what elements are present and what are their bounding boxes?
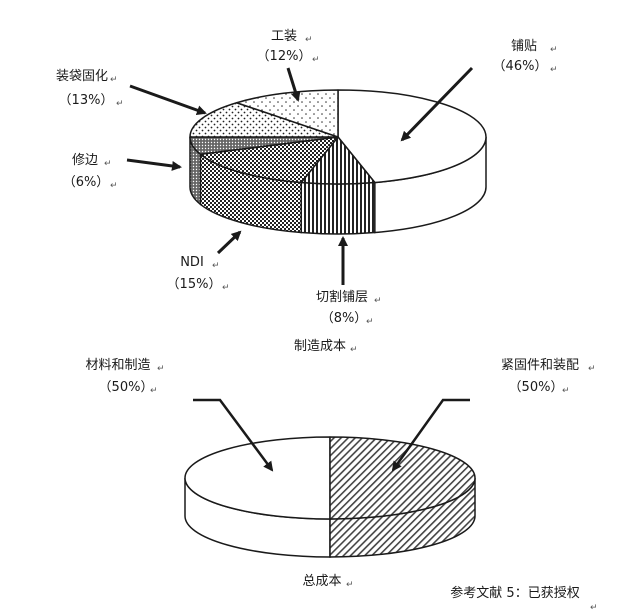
total-cost-pie bbox=[184, 436, 476, 558]
edit-mark: ↵ bbox=[150, 386, 158, 396]
arrow-cailiao bbox=[193, 398, 274, 472]
label-xiubian-name: 修边 bbox=[72, 153, 98, 168]
edit-mark: ↵ bbox=[222, 283, 230, 293]
chart1-title: 制造成本 bbox=[294, 339, 346, 354]
label-jingu-pct: （50%） bbox=[509, 380, 564, 395]
label-cailiao-pct: （50%） bbox=[99, 380, 154, 395]
chart1-arrows bbox=[126, 66, 474, 285]
edit-mark: ↵ bbox=[550, 45, 558, 55]
pie-side-1 bbox=[300, 181, 376, 235]
pie-slice-0 bbox=[337, 89, 487, 184]
edit-mark: ↵ bbox=[366, 317, 374, 327]
edit-mark: ↵ bbox=[550, 65, 558, 75]
pie-slice-1 bbox=[329, 436, 476, 520]
edit-mark: ↵ bbox=[350, 345, 358, 355]
label-ndi-name: NDI bbox=[180, 255, 204, 270]
edit-mark: ↵ bbox=[116, 99, 124, 109]
edit-mark: ↵ bbox=[346, 580, 354, 590]
label-pupian-pct: （46%） bbox=[493, 59, 548, 74]
chart2-labels: 材料和制造 （50%） ↵ ↵ 紧固件和装配 （50%） ↵ ↵ 总成本 ↵ 参… bbox=[85, 358, 597, 613]
label-cailiao-name: 材料和制造 bbox=[85, 358, 150, 373]
chart2-arrows bbox=[193, 398, 470, 472]
label-ndi-pct: （15%） bbox=[167, 277, 222, 292]
edit-mark: ↵ bbox=[104, 159, 112, 169]
label-zhuangdai-name: 装袋固化 bbox=[56, 69, 108, 84]
edit-mark: ↵ bbox=[212, 261, 220, 271]
source-note: 参考文献 5：已获授权 bbox=[450, 585, 579, 601]
label-qiege-name: 切割铺层 bbox=[316, 289, 368, 305]
edit-mark: ↵ bbox=[588, 364, 596, 374]
label-jingu-name: 紧固件和装配 bbox=[501, 358, 579, 373]
edit-mark: ↵ bbox=[110, 181, 118, 191]
label-pupian-name: 铺贴 bbox=[511, 39, 537, 54]
label-gongzhuang-name: 工装 bbox=[271, 29, 297, 44]
label-qiege-pct: （8%） bbox=[321, 311, 368, 326]
arrow-ndi bbox=[216, 230, 242, 255]
edit-mark: ↵ bbox=[305, 35, 313, 45]
pie-slice-0 bbox=[184, 436, 331, 520]
label-xiubian-pct: （6%） bbox=[63, 175, 110, 190]
pie-slice-5 bbox=[235, 89, 339, 138]
edit-mark: ↵ bbox=[374, 296, 382, 306]
pie-slice-2 bbox=[199, 136, 339, 184]
arrow-pupian bbox=[400, 66, 474, 142]
arrow-gongzhuang bbox=[286, 67, 301, 102]
label-gongzhuang-pct: （12%） bbox=[257, 49, 312, 64]
edit-mark: ↵ bbox=[312, 55, 320, 65]
pie-slice-4 bbox=[189, 101, 339, 138]
manufacturing-cost-pie bbox=[189, 89, 487, 235]
chart1-labels: 铺贴 （46%） ↵ ↵ 工装 （12%） ↵ ↵ 装袋固化 （13%） ↵ ↵… bbox=[56, 29, 558, 355]
edit-mark: ↵ bbox=[590, 603, 598, 613]
arrow-xiubian bbox=[126, 158, 182, 171]
edit-mark: ↵ bbox=[110, 75, 118, 85]
arrow-zhuangdai bbox=[129, 84, 207, 115]
edit-mark: ↵ bbox=[562, 386, 570, 396]
label-zhuangdai-pct: （13%） bbox=[59, 93, 114, 108]
edit-mark: ↵ bbox=[157, 364, 165, 374]
chart2-title: 总成本 bbox=[302, 574, 341, 589]
arrow-jingu bbox=[391, 398, 470, 472]
